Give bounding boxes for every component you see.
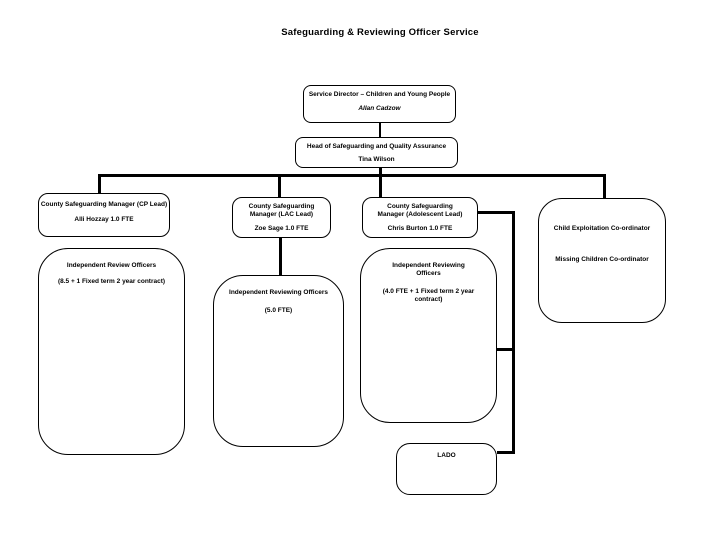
node-service-director: Service Director – Children and Young Pe… xyxy=(303,85,456,123)
connector-director-to-head xyxy=(379,123,381,137)
connector-adolescent-stub xyxy=(478,211,515,214)
node-person: Tina Wilson xyxy=(358,156,395,164)
node-csm-lac-lead: County Safeguarding Manager (LAC Lead) Z… xyxy=(232,197,331,238)
node-role: County Safeguarding Manager (CP Lead) xyxy=(40,201,168,208)
node-role: Child Exploitation Co-ordinator xyxy=(553,225,651,232)
node-role: Head of Safeguarding and Quality Assuran… xyxy=(306,143,447,150)
connector-lado-stub xyxy=(497,451,513,454)
node-role: Independent Reviewing Officers xyxy=(229,289,328,296)
node-lado: LADO xyxy=(396,443,497,495)
connector-horizontal-bar xyxy=(98,174,606,177)
connector-drop-cp xyxy=(98,176,101,193)
node-person: Alli Hozzay 1.0 FTE xyxy=(74,216,134,224)
node-role: Service Director – Children and Young Pe… xyxy=(308,91,451,98)
node-csm-cp-lead: County Safeguarding Manager (CP Lead) Al… xyxy=(38,193,170,237)
node-role: Independent Reviewing Officers xyxy=(392,262,465,278)
node-coordinators: Child Exploitation Co-ordinator Missing … xyxy=(538,198,666,323)
node-csm-adolescent-lead: County Safeguarding Manager (Adolescent … xyxy=(362,197,478,238)
node-iro-lac: Independent Reviewing Officers (5.0 FTE) xyxy=(213,275,344,447)
node-person: Zoe Sage 1.0 FTE xyxy=(254,224,309,232)
node-role: LADO xyxy=(437,452,456,459)
node-person: Allan Cadzow xyxy=(358,105,401,113)
node-person: Chris Burton 1.0 FTE xyxy=(387,224,453,232)
node-role: County Safeguarding Manager (Adolescent … xyxy=(377,203,463,219)
node-detail: (4.0 FTE + 1 Fixed term 2 year contract) xyxy=(382,287,475,304)
node-role: Independent Review Officers xyxy=(66,262,157,269)
node-role-secondary: Missing Children Co-ordinator xyxy=(555,256,649,264)
node-detail: (8.5 + 1 Fixed term 2 year contract) xyxy=(57,278,166,286)
page-title: Safeguarding & Reviewing Officer Service xyxy=(281,27,479,38)
connector-head-down xyxy=(379,168,382,197)
connector-right-vertical xyxy=(512,211,515,454)
node-iro-cp: Independent Review Officers (8.5 + 1 Fix… xyxy=(38,248,185,455)
connector-drop-lac xyxy=(278,176,281,197)
connector-drop-coordinators xyxy=(603,176,606,198)
node-iro-adolescent: Independent Reviewing Officers (4.0 FTE … xyxy=(360,248,497,423)
connector-lac-to-iro xyxy=(279,238,282,275)
connector-iro-adolescent-stub xyxy=(497,348,513,351)
node-role: County Safeguarding Manager (LAC Lead) xyxy=(248,203,315,219)
node-detail: (5.0 FTE) xyxy=(264,307,293,315)
node-head-of-safeguarding: Head of Safeguarding and Quality Assuran… xyxy=(295,137,458,168)
